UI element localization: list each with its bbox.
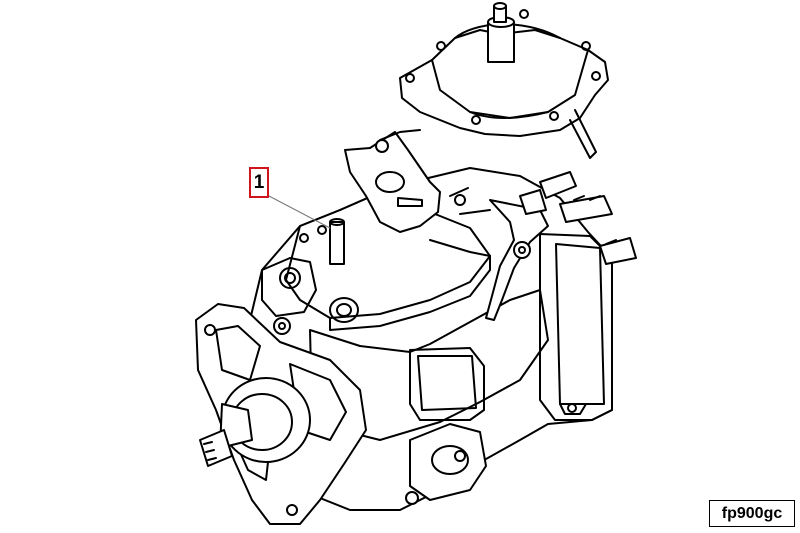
callout-leader-line [269,196,330,228]
callout-number: 1 [253,171,265,193]
drive-shaft [200,378,310,466]
governor-lever [345,130,548,320]
diaphragm-actuator [400,3,608,158]
callout-label-1: 1 [249,167,269,198]
fuel-outlet-fittings [520,172,636,264]
reference-code-text: fp900gc [721,504,783,522]
reference-code: fp900gc [709,500,795,527]
solenoid-valve [406,424,486,504]
